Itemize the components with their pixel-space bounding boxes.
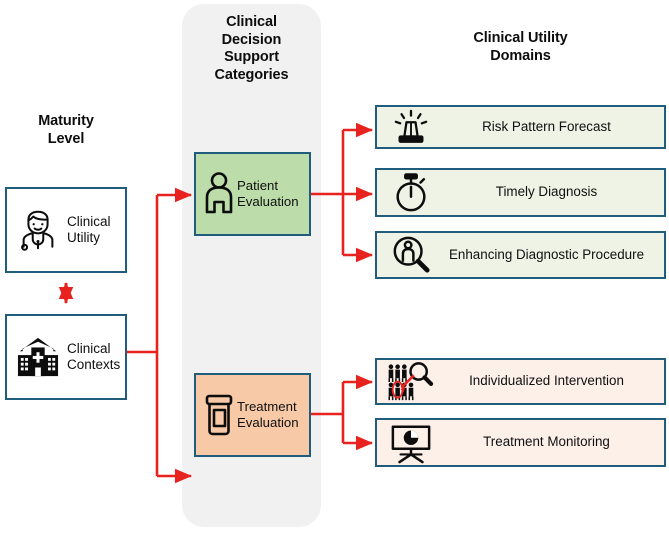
- domain-treatment-monitoring[interactable]: Treatment Monitoring: [375, 418, 666, 467]
- pill-bottle-icon: [201, 393, 237, 437]
- node-clinical-contexts[interactable]: Clinical Contexts: [5, 314, 127, 400]
- risk-pattern-forecast-label: Risk Pattern Forecast: [482, 118, 611, 134]
- treatment-evaluation-label-line2: Evaluation: [237, 415, 299, 430]
- domain-timely-diagnosis[interactable]: Timely Diagnosis: [375, 168, 666, 217]
- cds-heading-line3: Support: [224, 49, 279, 66]
- node-treatment-evaluation[interactable]: Treatment Evaluation: [194, 373, 311, 457]
- alarm-beacon-icon: [383, 109, 439, 145]
- domain-enhancing-diagnostic-procedure[interactable]: Enhancing Diagnostic Procedure: [375, 231, 666, 279]
- clinical-utility-label: Clinical Utility: [67, 214, 111, 246]
- domain-risk-pattern-forecast[interactable]: Risk Pattern Forecast: [375, 105, 666, 149]
- clinical-utility-label-line1: Clinical: [67, 213, 111, 229]
- maturity-heading-line2: Level: [47, 130, 85, 147]
- clinical-contexts-label-line1: Clinical: [67, 340, 111, 356]
- domains-heading-line1: Clinical Utility: [473, 30, 568, 46]
- clinical-utility-domains-heading: Clinical Utility Domains: [375, 30, 666, 65]
- crowd-magnifier-icon: [383, 361, 439, 403]
- treatment-evaluation-label: Treatment Evaluation: [237, 399, 299, 431]
- treatment-monitoring-label: Treatment Monitoring: [483, 434, 610, 450]
- stopwatch-icon: [383, 172, 439, 214]
- individualized-intervention-label: Individualized Intervention: [469, 373, 624, 389]
- cds-categories-heading: Clinical Decision Support Categories: [185, 14, 318, 85]
- domain-individualized-intervention[interactable]: Individualized Intervention: [375, 358, 666, 405]
- node-patient-evaluation[interactable]: Patient Evaluation: [194, 152, 311, 236]
- enhancing-diagnostic-procedure-label: Enhancing Diagnostic Procedure: [448, 246, 645, 262]
- person-icon: [201, 171, 237, 217]
- cds-heading-line4: Categories: [214, 67, 289, 84]
- hospital-icon: [13, 336, 63, 378]
- timely-diagnosis-label: Timely Diagnosis: [495, 184, 598, 200]
- patient-evaluation-label-line1: Patient: [237, 178, 279, 194]
- magnifier-person-icon: [383, 234, 439, 276]
- doctor-icon: [13, 207, 63, 253]
- patient-evaluation-label-line2: Evaluation: [237, 194, 299, 209]
- maturity-heading-line1: Maturity: [38, 113, 94, 129]
- clinical-utility-label-line2: Utility: [67, 230, 100, 245]
- cds-heading-line1: Clinical: [226, 14, 277, 30]
- treatment-evaluation-label-line1: Treatment: [237, 399, 297, 415]
- node-clinical-utility[interactable]: Clinical Utility: [5, 187, 127, 273]
- cds-heading-line2: Decision: [221, 31, 282, 48]
- domains-heading-line2: Domains: [490, 47, 551, 64]
- patient-evaluation-label: Patient Evaluation: [237, 178, 299, 210]
- clinical-contexts-label-line2: Contexts: [67, 357, 121, 372]
- maturity-level-heading: Maturity Level: [6, 113, 126, 148]
- presentation-piechart-icon: [383, 422, 439, 464]
- clinical-contexts-label: Clinical Contexts: [67, 341, 120, 373]
